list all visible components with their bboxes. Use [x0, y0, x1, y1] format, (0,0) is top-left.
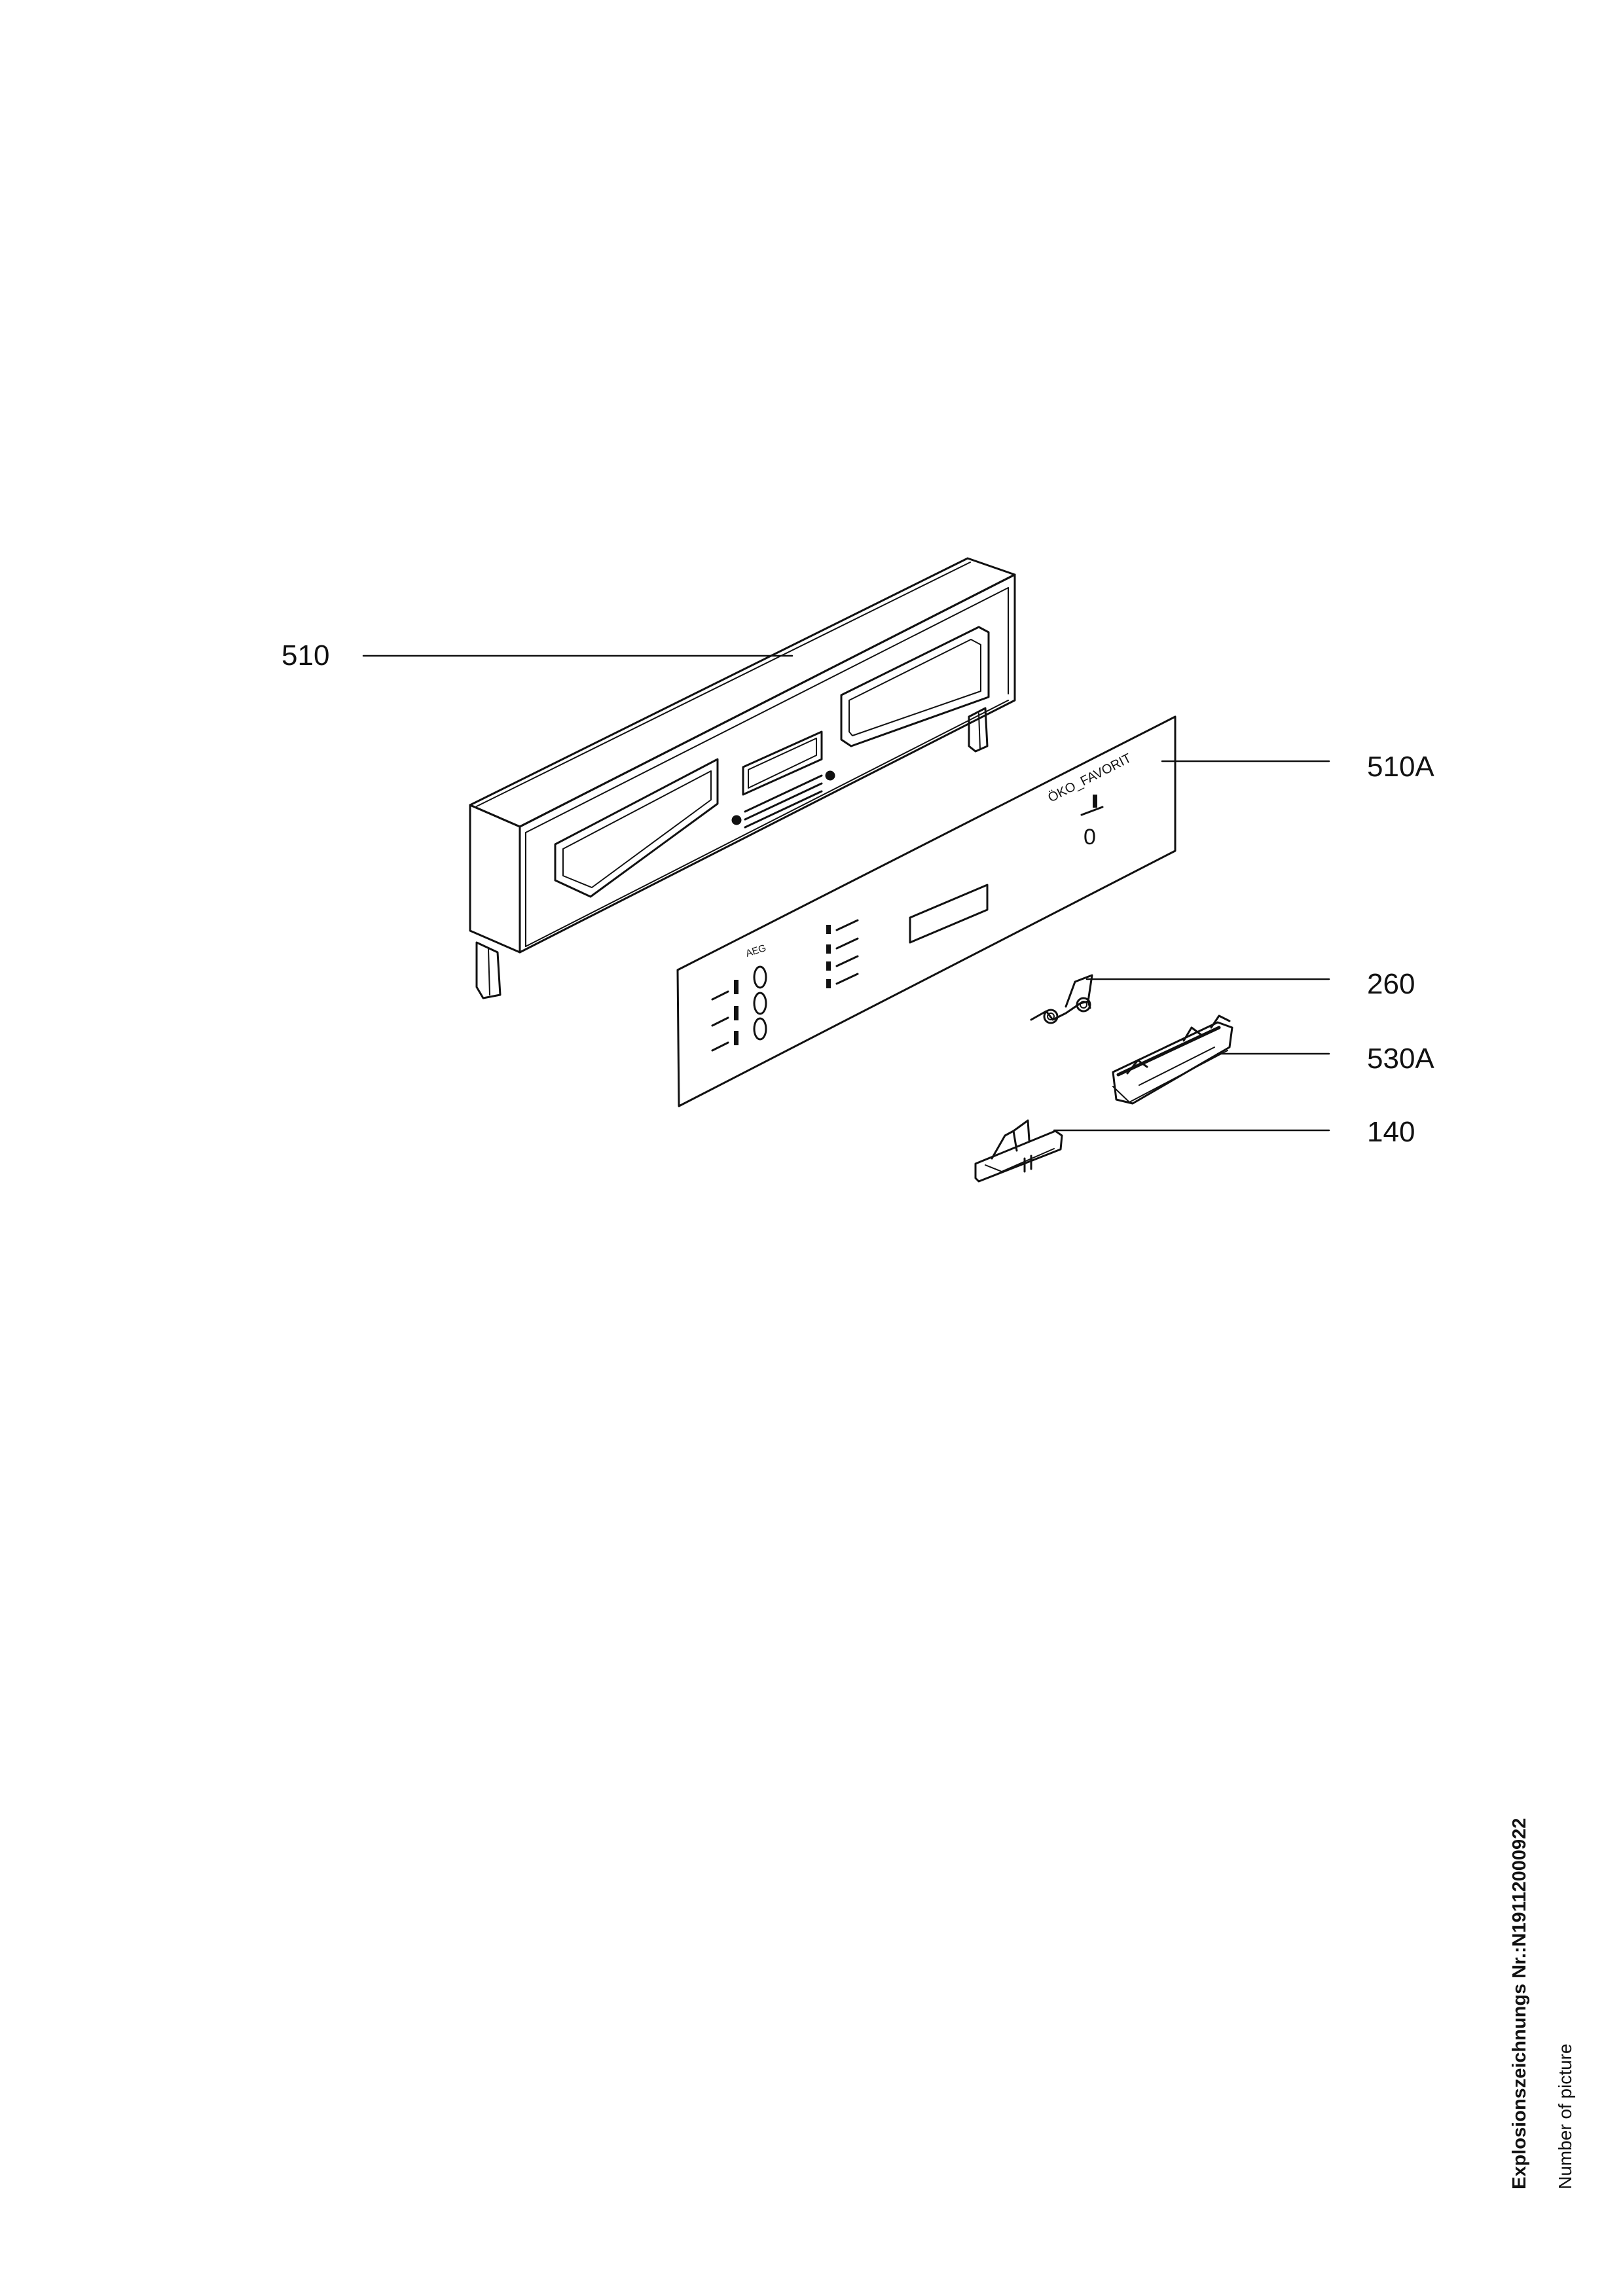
part-140-catch	[974, 1119, 1063, 1183]
part-510A-fascia	[676, 715, 1176, 1107]
part-260-spring	[1030, 974, 1093, 1024]
panel-brand-text: AEG	[744, 942, 767, 960]
callout-510: 510	[282, 639, 329, 672]
part-510-frame	[469, 557, 1016, 999]
leader-lines	[362, 655, 1330, 1132]
part-530A-latch	[1112, 1014, 1233, 1105]
callout-140: 140	[1367, 1116, 1415, 1148]
callout-530A: 530A	[1367, 1043, 1434, 1075]
callout-510A: 510A	[1367, 751, 1434, 783]
picture-number-caption: Number of picture	[1555, 2043, 1575, 2189]
callout-260: 260	[1367, 968, 1415, 1000]
panel-dial-symbol: 0	[1084, 825, 1096, 850]
picture-number-label: Explosionszeichnungs Nr.:N19112000922	[1509, 1818, 1530, 2189]
